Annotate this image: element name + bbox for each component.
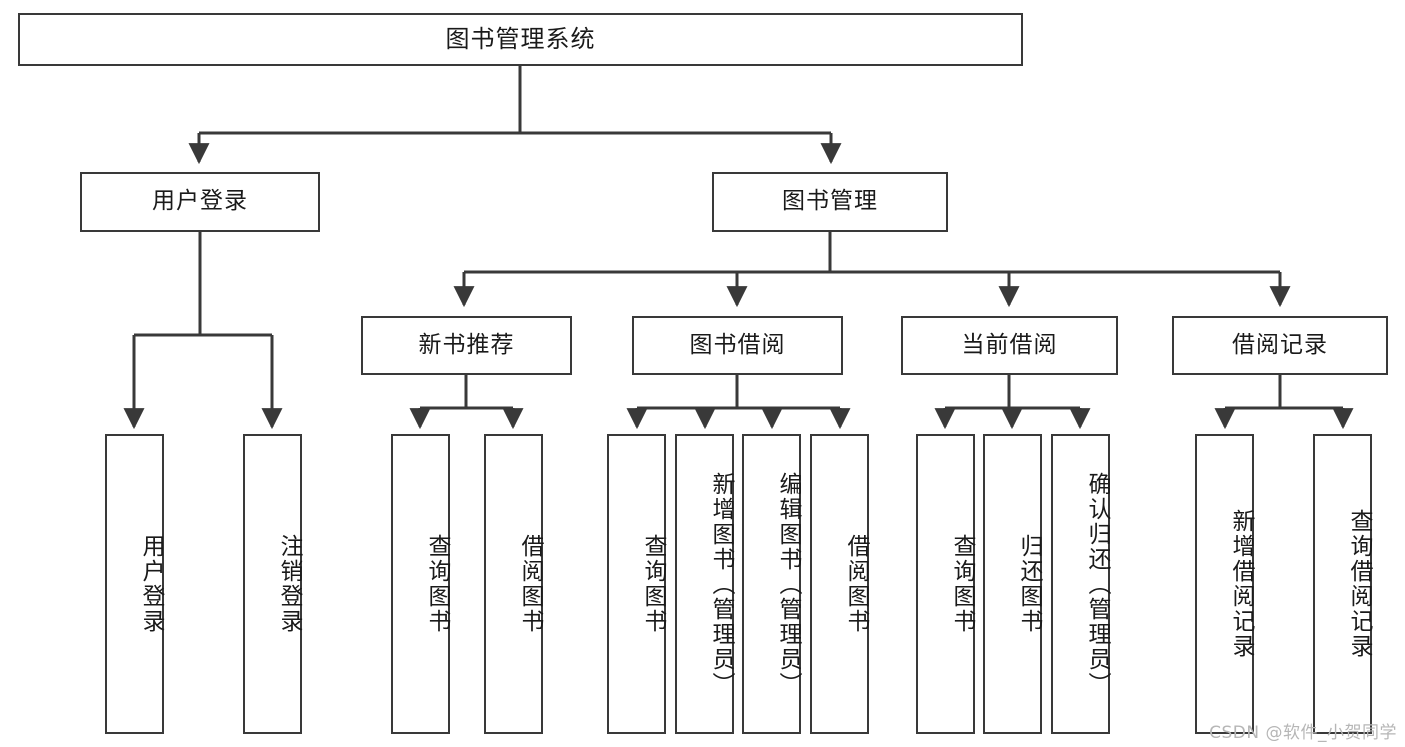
node-label: 当前借阅 [961, 331, 1058, 358]
leaf-logout-login[interactable]: 注销登录 [243, 434, 302, 734]
leaf-edit-book[interactable]: 编辑图书（管理员） [742, 434, 801, 734]
node-label: 查询图书 [640, 534, 666, 634]
node-label: 用户登录 [152, 188, 248, 215]
leaf-query-book-2[interactable]: 查询图书 [607, 434, 666, 734]
leaf-confirm-return[interactable]: 确认归还（管理员） [1051, 434, 1110, 734]
node-label: 确认归还（管理员） [1084, 471, 1110, 697]
leaf-query-record[interactable]: 查询借阅记录 [1313, 434, 1372, 734]
node-label: 查询借阅记录 [1346, 509, 1372, 659]
node-label: 编辑图书（管理员） [775, 471, 801, 697]
node-label: 新书推荐 [418, 331, 515, 358]
node-root-system[interactable]: 图书管理系统 [18, 13, 1023, 66]
node-user-login[interactable]: 用户登录 [80, 172, 320, 232]
leaf-query-book-3[interactable]: 查询图书 [916, 434, 975, 734]
node-label: 图书管理系统 [445, 25, 596, 54]
leaf-borrow-book-2[interactable]: 借阅图书 [810, 434, 869, 734]
node-book-management[interactable]: 图书管理 [712, 172, 948, 232]
leaf-query-book-1[interactable]: 查询图书 [391, 434, 450, 734]
node-borrow-record[interactable]: 借阅记录 [1172, 316, 1388, 375]
node-label: 注销登录 [276, 534, 302, 634]
node-label: 借阅记录 [1232, 331, 1328, 358]
node-label: 归还图书 [1016, 534, 1042, 634]
node-book-borrow[interactable]: 图书借阅 [632, 316, 843, 375]
node-label: 新增借阅记录 [1228, 509, 1254, 659]
leaf-user-login[interactable]: 用户登录 [105, 434, 164, 734]
node-label: 图书借阅 [689, 331, 786, 358]
leaf-add-book[interactable]: 新增图书（管理员） [675, 434, 734, 734]
node-label: 查询图书 [424, 534, 450, 634]
node-label: 借阅图书 [517, 534, 543, 634]
node-label: 图书管理 [782, 188, 878, 215]
node-label: 新增图书（管理员） [708, 471, 734, 697]
leaf-return-book[interactable]: 归还图书 [983, 434, 1042, 734]
node-label: 用户登录 [138, 534, 164, 634]
node-label: 查询图书 [949, 534, 975, 634]
csdn-watermark: CSDN @软件_小贺同学 [1209, 723, 1397, 743]
leaf-add-record[interactable]: 新增借阅记录 [1195, 434, 1254, 734]
node-new-book-recommend[interactable]: 新书推荐 [361, 316, 572, 375]
node-current-borrow[interactable]: 当前借阅 [901, 316, 1118, 375]
leaf-borrow-book-1[interactable]: 借阅图书 [484, 434, 543, 734]
node-label: 借阅图书 [843, 534, 869, 634]
